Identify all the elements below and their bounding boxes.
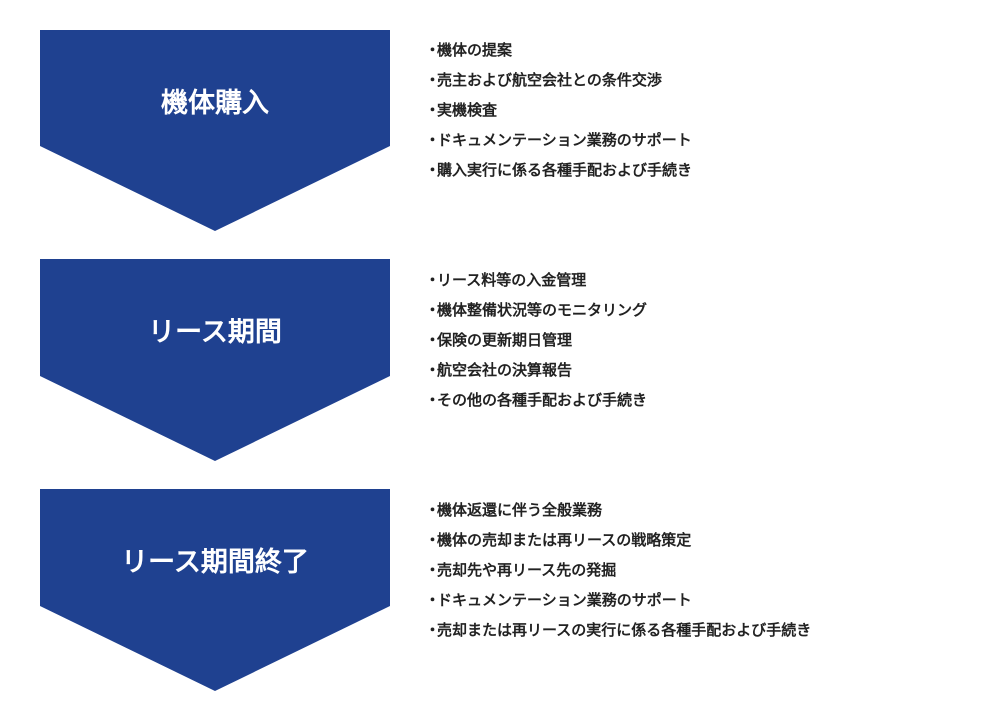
- bullet-icon: ・: [425, 270, 441, 289]
- bullet-icon: ・: [425, 560, 441, 579]
- list-item: ・ドキュメンテーション業務のサポート: [425, 124, 692, 154]
- list-item-text: 売却または再リースの実行に係る各種手配および手続き: [437, 620, 812, 639]
- list-item: ・購入実行に係る各種手配および手続き: [425, 154, 692, 184]
- list-item-text: 売却先や再リース先の発掘: [437, 560, 617, 579]
- list-item: ・機体の売却または再リースの戦略策定: [425, 524, 811, 554]
- list-item: ・機体返還に伴う全般業務: [425, 494, 811, 524]
- list-item: ・機体整備状況等のモニタリング: [425, 294, 647, 324]
- list-item: ・機体の提案: [425, 34, 692, 64]
- list-item: ・航空会社の決算報告: [425, 354, 647, 384]
- task-list-lease-end: ・機体返還に伴う全般業務 ・機体の売却または再リースの戦略策定 ・売却先や再リー…: [425, 494, 811, 644]
- list-item: ・売主および航空会社との条件交渉: [425, 64, 692, 94]
- list-item-text: 保険の更新期日管理: [437, 330, 573, 349]
- list-item-text: ドキュメンテーション業務のサポート: [437, 130, 692, 149]
- bullet-icon: ・: [425, 70, 441, 89]
- list-item-text: リース料等の入金管理: [437, 270, 587, 289]
- list-item: ・ドキュメンテーション業務のサポート: [425, 584, 811, 614]
- chevron-arrow-shape: [40, 30, 390, 231]
- list-item-text: 機体の提案: [437, 40, 513, 59]
- stage-arrow-lease-end: リース期間終了: [40, 489, 390, 691]
- stage-title: 機体購入: [161, 88, 269, 119]
- stage-arrow-purchase: 機体購入: [40, 30, 390, 232]
- list-item: ・その他の各種手配および手続き: [425, 384, 647, 414]
- bullet-icon: ・: [425, 40, 441, 59]
- list-item-text: その他の各種手配および手続き: [437, 390, 648, 409]
- bullet-icon: ・: [425, 160, 441, 179]
- list-item-text: 機体整備状況等のモニタリング: [437, 300, 648, 319]
- bullet-icon: ・: [425, 500, 441, 519]
- stage-title: リース期間終了: [121, 547, 309, 578]
- list-item: ・実機検査: [425, 94, 692, 124]
- stage-arrow-lease-period: リース期間: [40, 259, 390, 461]
- list-item: ・売却先や再リース先の発掘: [425, 554, 811, 584]
- chevron-arrow-shape: [40, 489, 390, 691]
- bullet-icon: ・: [425, 620, 441, 639]
- list-item-text: 機体の売却または再リースの戦略策定: [437, 530, 692, 549]
- bullet-icon: ・: [425, 130, 441, 149]
- bullet-icon: ・: [425, 100, 441, 119]
- list-item-text: 実機検査: [437, 100, 498, 119]
- list-item: ・売却または再リースの実行に係る各種手配および手続き: [425, 614, 811, 644]
- list-item-text: ドキュメンテーション業務のサポート: [437, 590, 692, 609]
- chevron-arrow-shape: [40, 259, 390, 461]
- list-item-text: 航空会社の決算報告: [437, 360, 573, 379]
- bullet-icon: ・: [425, 360, 441, 379]
- list-item: ・保険の更新期日管理: [425, 324, 647, 354]
- stage-title: リース期間: [148, 317, 282, 348]
- bullet-icon: ・: [425, 330, 441, 349]
- task-list-purchase: ・機体の提案 ・売主および航空会社との条件交渉 ・実機検査 ・ドキュメンテーショ…: [425, 34, 692, 184]
- bullet-icon: ・: [425, 590, 441, 609]
- task-list-lease-period: ・リース料等の入金管理 ・機体整備状況等のモニタリング ・保険の更新期日管理 ・…: [425, 264, 647, 414]
- list-item-text: 購入実行に係る各種手配および手続き: [437, 160, 693, 179]
- bullet-icon: ・: [425, 390, 441, 409]
- bullet-icon: ・: [425, 530, 441, 549]
- list-item-text: 売主および航空会社との条件交渉: [437, 70, 662, 89]
- list-item: ・リース料等の入金管理: [425, 264, 647, 294]
- list-item-text: 機体返還に伴う全般業務: [437, 500, 603, 519]
- bullet-icon: ・: [425, 300, 441, 319]
